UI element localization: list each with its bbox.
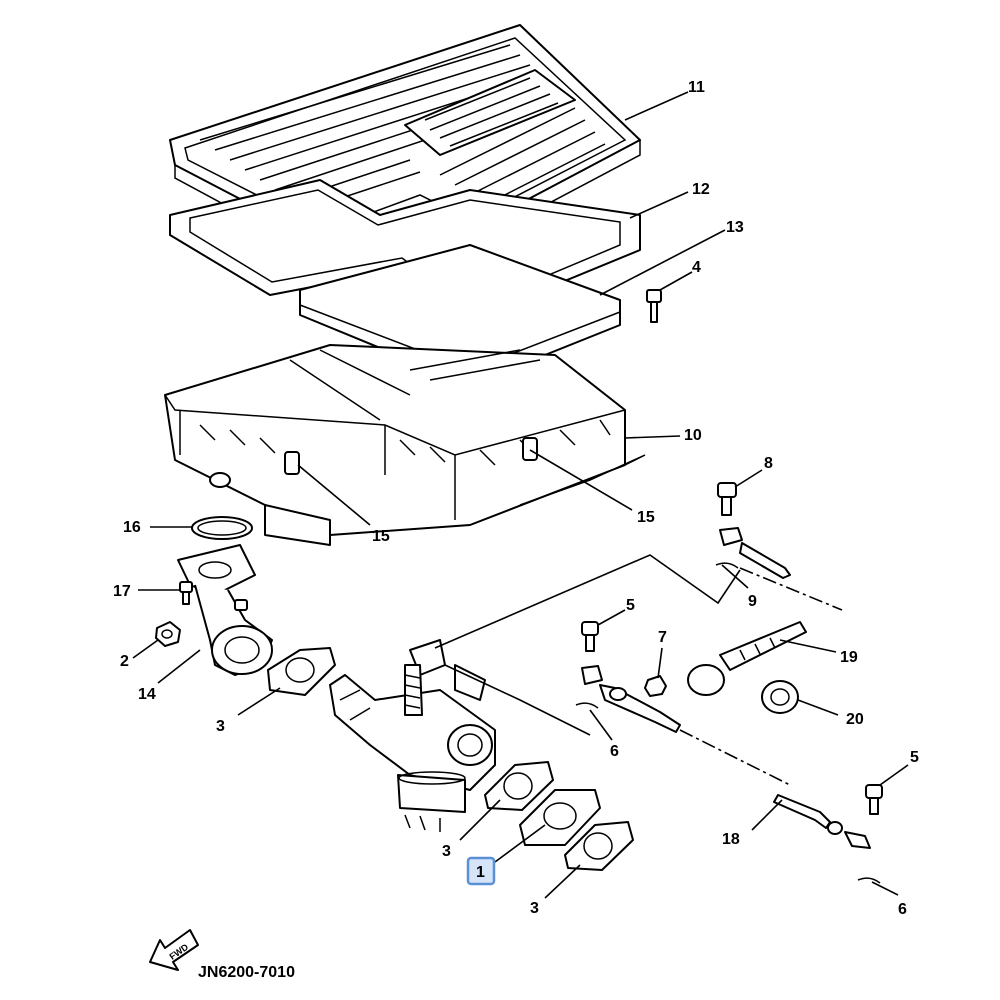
gasket-3-bottom[interactable] <box>564 821 634 871</box>
carburetor[interactable] <box>329 639 496 832</box>
clamp-9[interactable] <box>715 527 743 569</box>
callout-10: 10 <box>684 427 702 444</box>
clamp-6-upper[interactable] <box>575 665 603 709</box>
gasket-3-mid[interactable] <box>484 761 554 811</box>
bolt-17[interactable] <box>179 581 248 611</box>
air-cleaner-cover[interactable] <box>169 24 641 256</box>
bolt-8[interactable] <box>717 482 737 516</box>
callout-19: 19 <box>840 649 858 666</box>
o-ring-16[interactable] <box>191 516 253 540</box>
callout-5-lower: 5 <box>910 749 919 766</box>
throttle-cable-end[interactable] <box>739 542 791 579</box>
callout-6-lower: 6 <box>898 901 907 918</box>
callout-1: 1 <box>476 864 485 881</box>
callout-3-bottom: 3 <box>530 900 539 917</box>
clip-15-left[interactable] <box>284 451 300 475</box>
callout-3-mid: 3 <box>442 843 451 860</box>
nut-7[interactable] <box>644 675 667 697</box>
callout-15-left: 15 <box>372 528 390 545</box>
cable-18[interactable] <box>773 794 871 849</box>
air-filter-element[interactable] <box>299 244 621 386</box>
choke-knob-19[interactable] <box>687 621 807 696</box>
callout-4: 4 <box>692 259 701 276</box>
callout-16: 16 <box>123 519 141 536</box>
gasket-3-top[interactable] <box>267 647 336 696</box>
air-cleaner-case[interactable] <box>164 344 646 546</box>
air-intake-elbow[interactable] <box>177 544 273 676</box>
fwd-arrow-icon: FWD <box>149 929 199 971</box>
drawing-code: JN6200-7010 <box>198 964 295 981</box>
bolt-5-lower[interactable] <box>865 784 883 815</box>
clip-15-right[interactable] <box>522 437 538 461</box>
insulator-1[interactable] <box>519 789 601 846</box>
bolt-4[interactable] <box>646 289 662 323</box>
callout-20: 20 <box>846 711 864 728</box>
bolt-5-upper[interactable] <box>581 621 599 652</box>
callout-17: 17 <box>113 583 131 600</box>
callout-5-upper: 5 <box>626 597 635 614</box>
callout-1-highlight[interactable]: 1 <box>466 856 496 886</box>
leader-lines <box>132 91 909 899</box>
callout-12: 12 <box>692 181 710 198</box>
cable-routing <box>434 554 843 786</box>
choke-cable-end[interactable] <box>599 684 681 733</box>
washer-20[interactable] <box>761 680 799 714</box>
callouts: 11 12 13 4 10 15 15 16 17 2 14 3 3 3 8 9… <box>113 79 919 918</box>
callout-8: 8 <box>764 455 773 472</box>
nut-2[interactable] <box>155 621 181 647</box>
callout-9: 9 <box>748 593 757 610</box>
callout-3-top: 3 <box>216 718 225 735</box>
callout-18: 18 <box>722 831 740 848</box>
callout-14: 14 <box>138 686 156 703</box>
callout-11: 11 <box>688 79 705 96</box>
callout-13: 13 <box>726 219 744 236</box>
callout-15-right: 15 <box>637 509 655 526</box>
callout-2: 2 <box>120 653 129 670</box>
callout-6-upper: 6 <box>610 743 619 760</box>
callout-7: 7 <box>658 629 667 646</box>
clamp-6-lower[interactable] <box>857 877 881 884</box>
